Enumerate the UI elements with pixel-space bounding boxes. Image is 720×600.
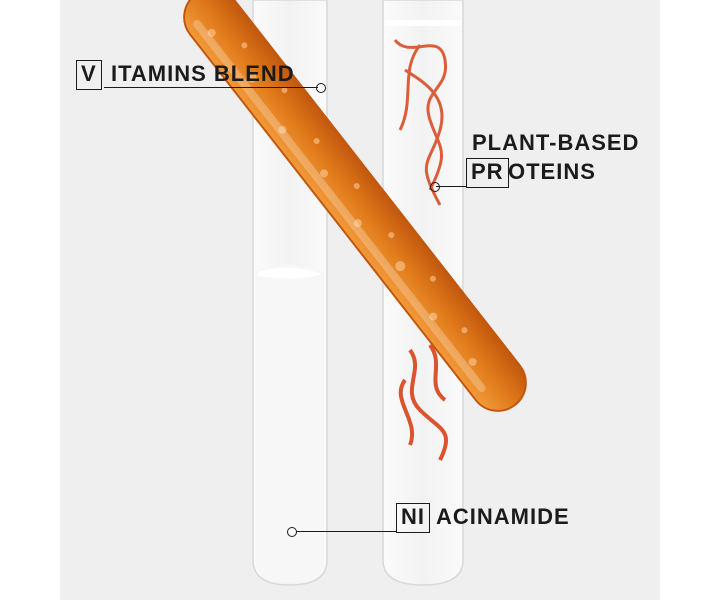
niacinamide-leader-line (296, 531, 396, 532)
proteins-marker-dot (430, 182, 440, 192)
niacinamide-label-boxed: NI (396, 503, 430, 533)
niacinamide-marker-dot (287, 527, 297, 537)
vitamins-leader-line (104, 87, 318, 88)
niacinamide-label-text: ACINAMIDE (436, 504, 570, 529)
vitamins-label-text: ITAMINS BLEND (111, 61, 295, 86)
proteins-label-line1: PLANT-BASED (472, 130, 640, 155)
background-panel (60, 0, 660, 600)
swirl-top (393, 38, 448, 206)
vitamins-label-boxed: V (76, 60, 102, 90)
proteins-leader-line (436, 186, 466, 187)
proteins-label-text: OTEINS (508, 159, 596, 184)
proteins-label-boxed: PR (466, 158, 509, 188)
vitamins-marker-dot (316, 83, 326, 93)
swirl-bottom (398, 343, 448, 461)
orange-serum-tube (183, 0, 527, 412)
